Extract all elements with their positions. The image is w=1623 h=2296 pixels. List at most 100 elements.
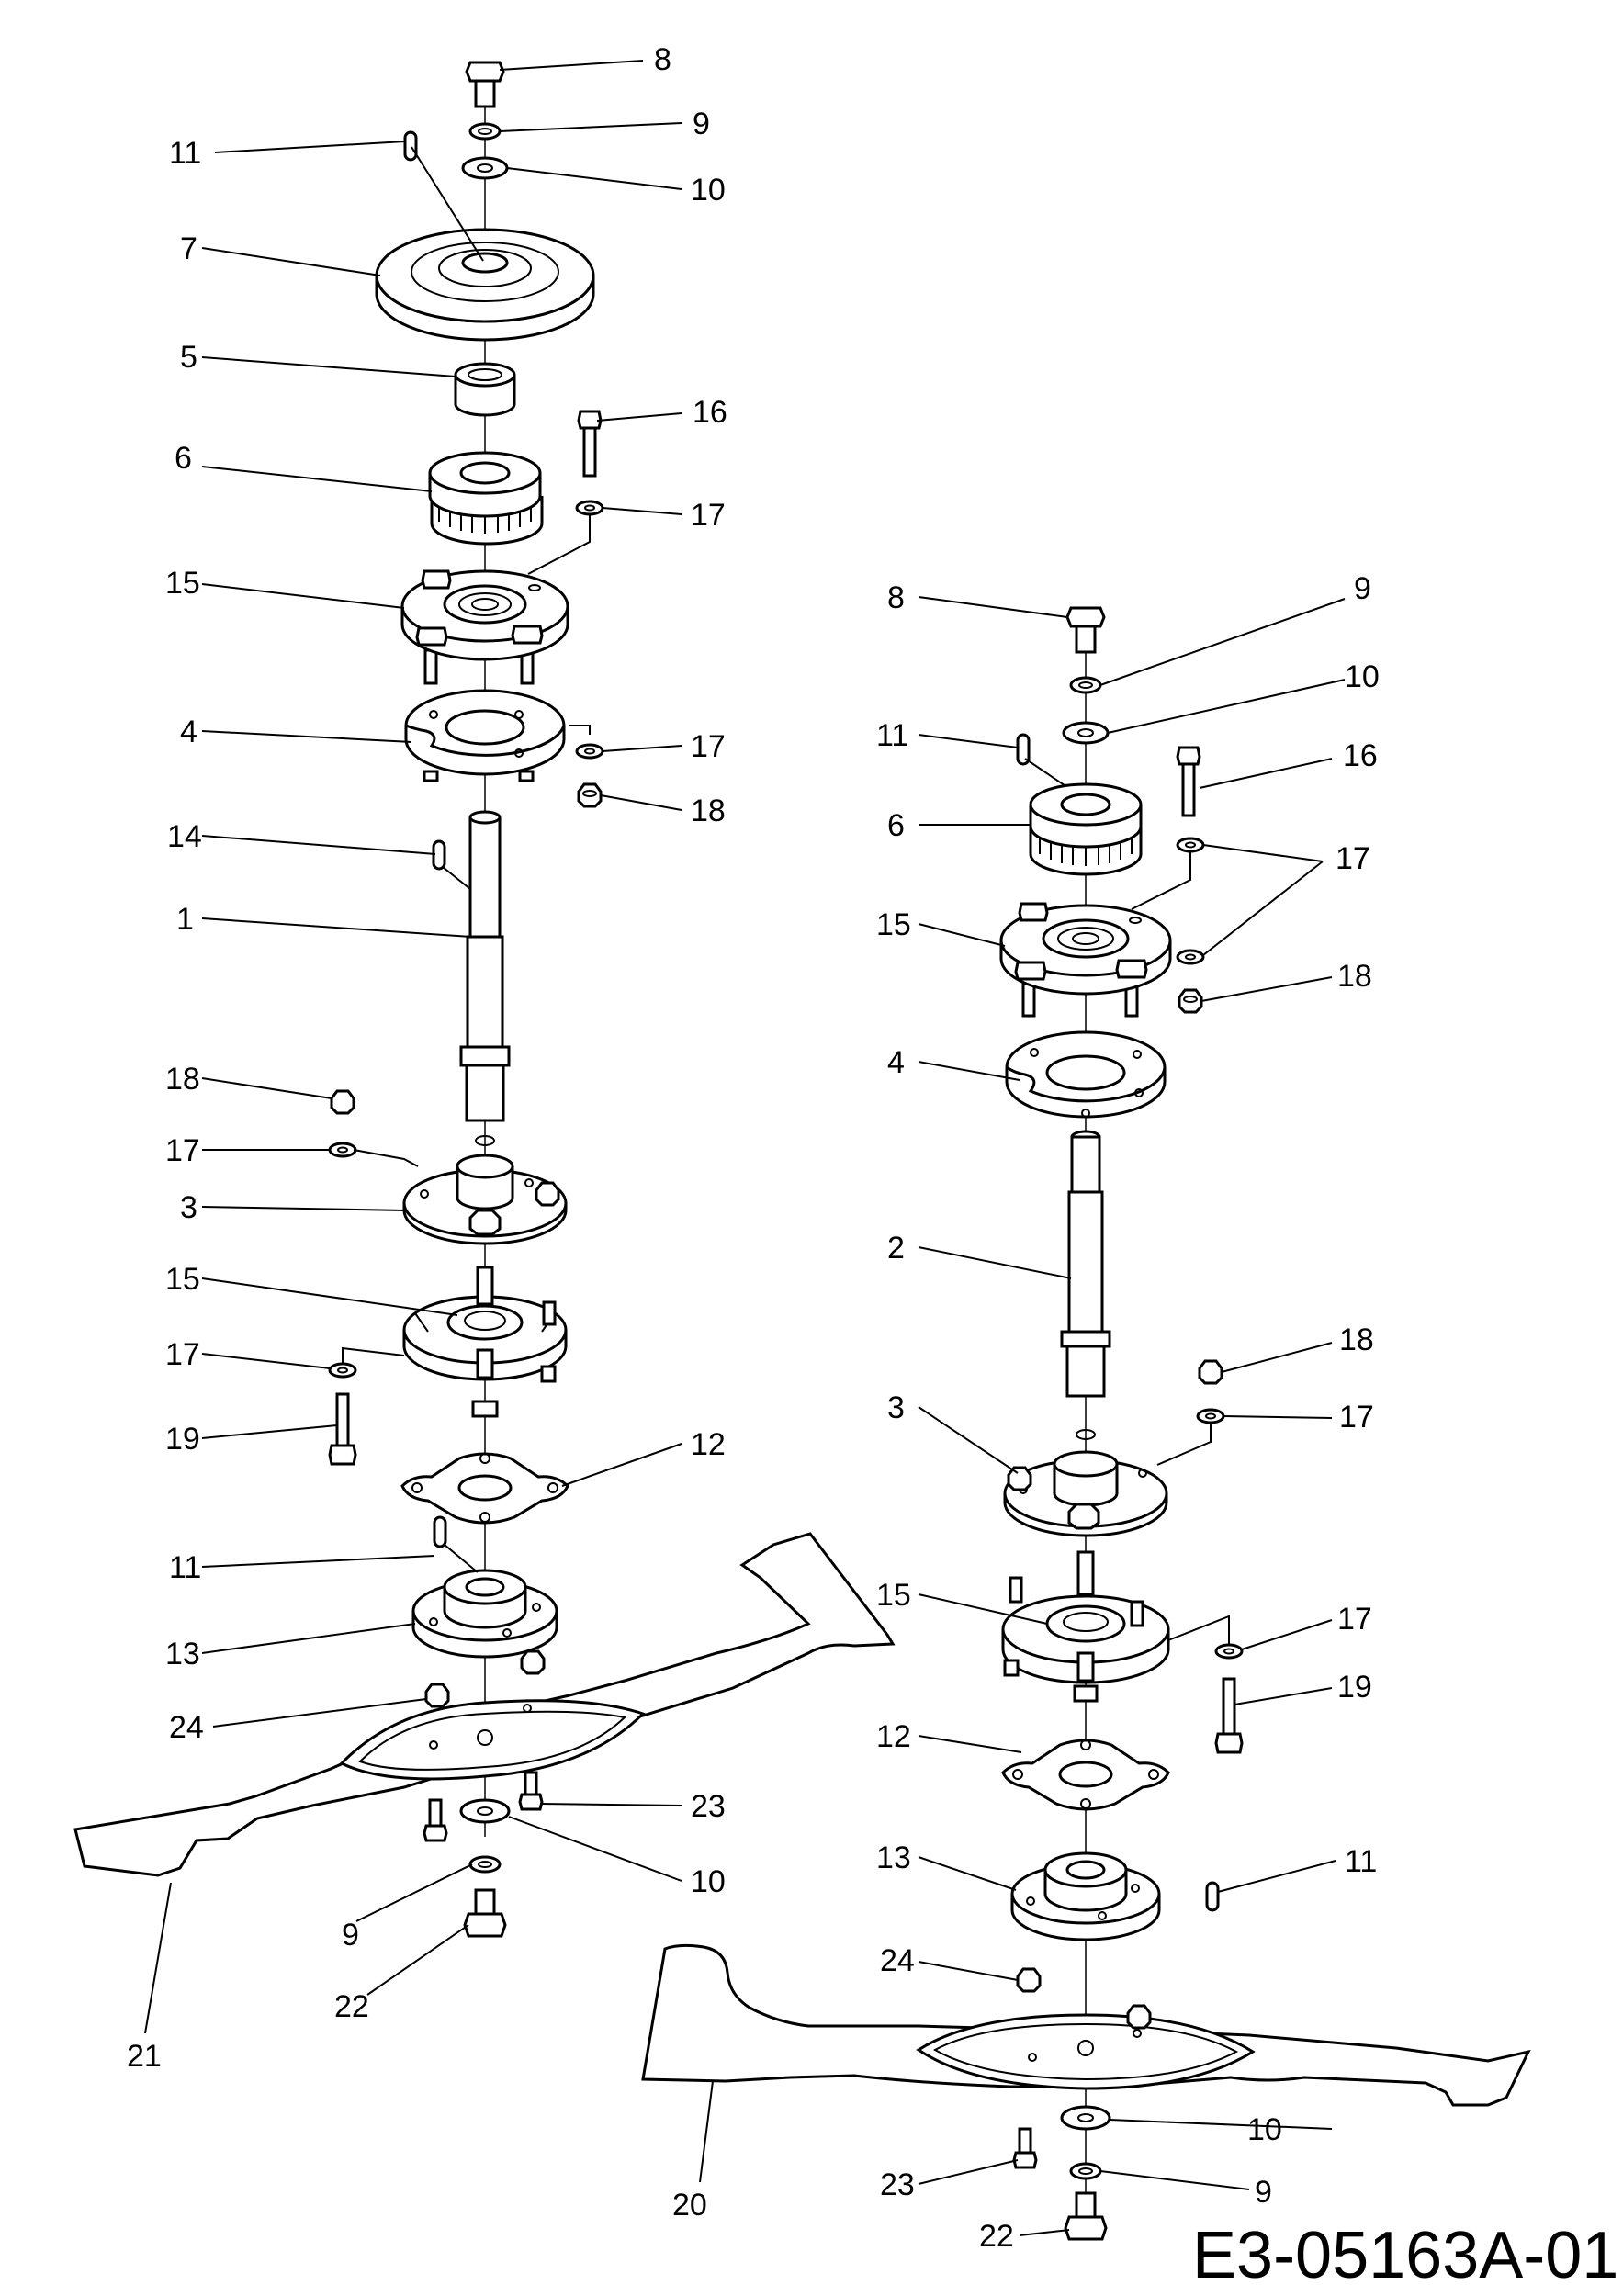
callout-17: 17 [1336, 841, 1370, 876]
callout-21: 21 [127, 2039, 162, 2074]
callout-4: 4 [887, 1045, 905, 1080]
callout-9: 9 [693, 107, 710, 141]
callout-18: 18 [165, 1062, 200, 1097]
right-leaders [699, 596, 1346, 2236]
part-9-lock-washer [1069, 676, 1102, 694]
callout-1: 1 [176, 902, 194, 937]
part-6-sprocket [428, 451, 544, 546]
part-1-shaft [459, 810, 511, 1122]
callout-13: 13 [876, 1840, 911, 1875]
callout-22: 22 [334, 1989, 369, 2024]
part-13-hub [1010, 1851, 1161, 1941]
part-17-washer [328, 1142, 357, 1158]
part-15-bearing-housing [400, 569, 569, 685]
callout-16: 16 [1343, 738, 1378, 773]
part-2-shaft [1060, 1130, 1111, 1398]
part-12-plate [1001, 1739, 1170, 1811]
part-22-bolt [1064, 2191, 1108, 2241]
callout-9: 9 [1255, 2175, 1272, 2210]
part-11-key [403, 130, 418, 162]
right-callouts: 8 9 10 11 16 6 17 15 18 4 2 18 17 3 15 1… [672, 571, 1380, 2254]
part-20-blade [641, 1943, 1531, 2107]
callout-16: 16 [693, 395, 727, 430]
part-17-washer [328, 1362, 357, 1379]
callout-15: 15 [876, 1578, 911, 1613]
part-18-nut [1198, 1359, 1223, 1385]
part-15-bearing-housing [999, 902, 1172, 1018]
callout-8: 8 [654, 42, 671, 77]
callout-6: 6 [175, 441, 192, 476]
part-16-bolt [577, 410, 603, 478]
drawing-number: E3-05163A-01 [1192, 2219, 1618, 2292]
callout-3: 3 [887, 1390, 905, 1425]
part-9-lock-washer [468, 1855, 502, 1874]
callout-23: 23 [691, 1789, 726, 1824]
callout-11: 11 [876, 718, 908, 753]
part-19-bolt [1214, 1677, 1244, 1754]
part-18-nut [1178, 988, 1203, 1014]
callout-22: 22 [979, 2219, 1014, 2254]
callout-2: 2 [887, 1231, 905, 1266]
callout-9: 9 [1354, 571, 1371, 606]
part-13-hub [411, 1569, 558, 1659]
part-10-washer [459, 1798, 511, 1824]
callout-10: 10 [1247, 2112, 1282, 2147]
callout-18: 18 [691, 793, 726, 828]
callout-17: 17 [165, 1337, 200, 1372]
part-22-bolt [463, 1888, 507, 1938]
left-leaders [144, 60, 682, 2034]
callout-23: 23 [880, 2167, 915, 2202]
callout-12: 12 [876, 1719, 911, 1754]
callout-17: 17 [691, 498, 726, 533]
callout-15: 15 [165, 566, 200, 601]
part-3-bracket [402, 1135, 568, 1245]
part-17-washer [575, 743, 604, 760]
part-3-bracket [1003, 1429, 1168, 1537]
callout-12: 12 [691, 1427, 726, 1462]
callout-17: 17 [1339, 1400, 1374, 1435]
part-10-washer [1062, 721, 1110, 745]
callout-24: 24 [169, 1710, 204, 1745]
callout-18: 18 [1339, 1322, 1374, 1357]
callout-18: 18 [1337, 959, 1372, 994]
callout-8: 8 [887, 580, 905, 615]
part-7-pulley [375, 228, 595, 342]
part-19-bolt [328, 1392, 357, 1466]
part-10-washer [461, 156, 509, 180]
callout-11: 11 [1345, 1844, 1377, 1879]
part-6-sprocket [1029, 782, 1143, 876]
callout-24: 24 [880, 1943, 915, 1978]
part-15-bearing-housing [1001, 1550, 1170, 1703]
callout-10: 10 [691, 173, 726, 208]
right-assembly [641, 596, 1531, 2241]
callout-15: 15 [165, 1262, 200, 1297]
part-8-bolt [465, 61, 505, 108]
callout-20: 20 [672, 2188, 707, 2223]
callout-11: 11 [169, 1550, 201, 1585]
callout-15: 15 [876, 907, 911, 942]
part-23-bolt [423, 1771, 544, 1842]
callout-19: 19 [165, 1422, 200, 1457]
callout-19: 19 [1337, 1670, 1372, 1705]
callout-17: 17 [691, 729, 726, 764]
part-17-washer [1214, 1643, 1244, 1660]
part-4-plate [404, 689, 566, 782]
part-18-nut [330, 1089, 355, 1115]
callout-9: 9 [342, 1918, 359, 1953]
callout-11: 11 [169, 136, 201, 171]
part-16-bolt [1176, 746, 1201, 817]
part-4-plate [1005, 1030, 1167, 1119]
callout-10: 10 [1345, 659, 1380, 694]
callout-6: 6 [887, 808, 905, 843]
callout-7: 7 [180, 231, 197, 266]
callout-13: 13 [165, 1637, 200, 1671]
part-23-bolt [1012, 2127, 1038, 2169]
part-14-key [432, 839, 446, 871]
part-18-nut [577, 782, 603, 808]
left-assembly [73, 60, 896, 2034]
callout-17: 17 [165, 1133, 200, 1168]
part-10-washer [1060, 2105, 1111, 2131]
callout-3: 3 [180, 1190, 197, 1225]
part-12-plate [400, 1452, 569, 1525]
